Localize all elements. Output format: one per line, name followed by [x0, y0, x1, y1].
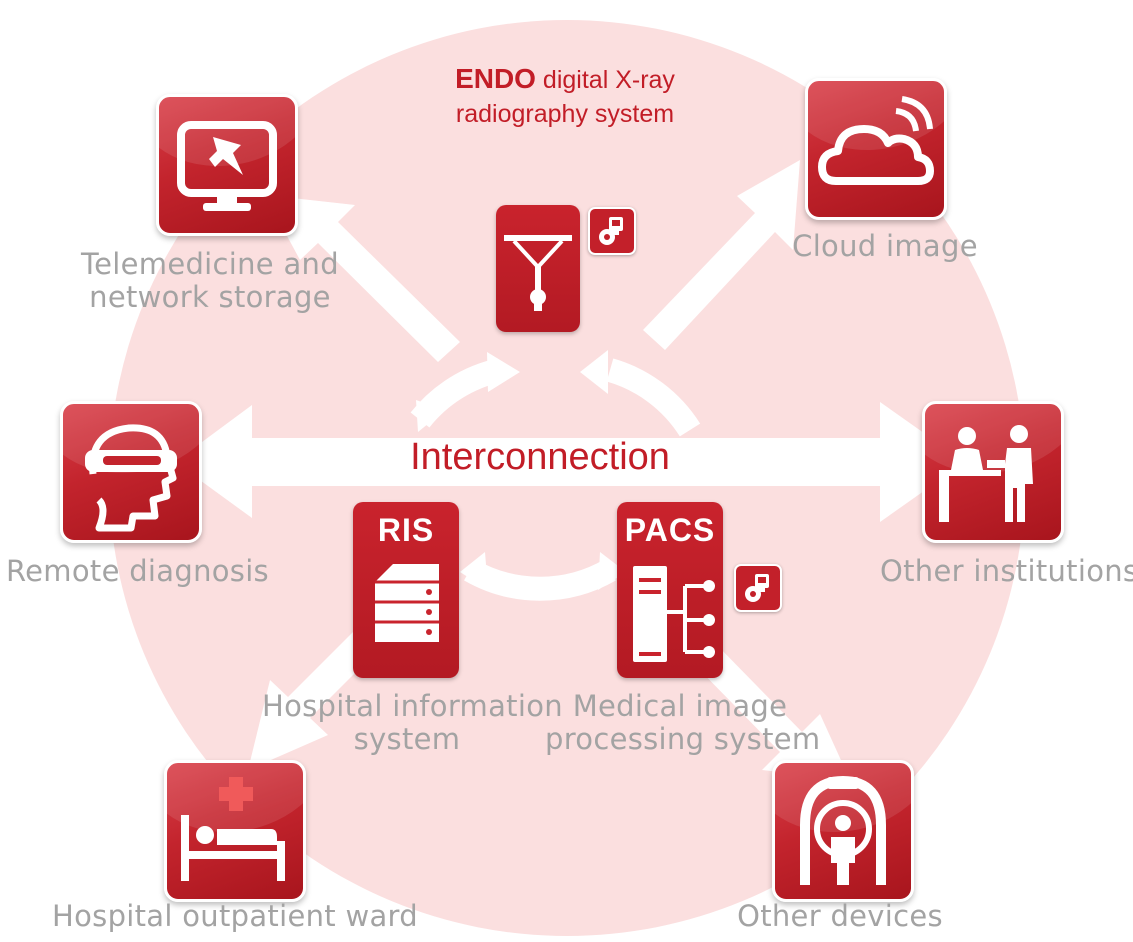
- other-institutions-tile[interactable]: [922, 401, 1064, 543]
- system-title: ENDO digital X-ray radiography system: [400, 62, 730, 131]
- pacs-title: PACS: [624, 512, 716, 548]
- remote-diagnosis-tile[interactable]: [60, 401, 202, 543]
- brand-name: ENDO: [455, 63, 536, 94]
- arrow-down-right: [690, 640, 850, 780]
- telemedicine-label: Telemedicine and network storage: [60, 248, 360, 314]
- cloud-icon: [818, 96, 934, 185]
- xray-machine-icon: [504, 235, 572, 311]
- xray-node[interactable]: [496, 205, 580, 332]
- pacs-node[interactable]: PACS: [617, 502, 723, 678]
- title-line1: digital X-ray: [542, 66, 675, 94]
- tool-badge-icon: [745, 574, 769, 602]
- arrow-up-left: [265, 195, 460, 362]
- title-line2: radiography system: [455, 100, 675, 128]
- ring-arrowhead-5: [598, 552, 626, 590]
- hospital-ward-label: Hospital outpatient ward: [52, 899, 418, 933]
- server-stack-icon: [375, 564, 439, 642]
- hospital-bed-icon: [181, 777, 285, 881]
- remote-diagnosis-label: Remote diagnosis: [6, 554, 269, 588]
- ris-line2: system: [353, 722, 461, 756]
- ring-arrowhead-1: [487, 352, 520, 392]
- telemedicine-line2: network storage: [89, 280, 331, 314]
- ris-title: RIS: [377, 512, 435, 548]
- ct-scanner-icon: [800, 775, 886, 885]
- pacs-badge: [734, 564, 782, 612]
- vr-headset-icon: [85, 424, 177, 532]
- telemedicine-line1: Telemedicine and: [81, 247, 339, 281]
- ring-arrowhead-3: [416, 400, 445, 432]
- reception-desk-icon: [939, 425, 1033, 522]
- tool-badge-icon: [599, 217, 623, 245]
- pacs-line1: Medical image: [572, 689, 788, 723]
- cloud-tile[interactable]: [805, 78, 947, 220]
- telemedicine-tile[interactable]: [156, 94, 298, 236]
- ring-arrowhead-2: [580, 350, 608, 394]
- interconnection-label: Interconnection: [410, 436, 670, 478]
- xray-badge: [588, 207, 636, 255]
- pacs-label: Medical image processing system: [545, 689, 821, 756]
- arrow-up-right: [643, 160, 800, 350]
- arrow-horizontal: [175, 402, 965, 522]
- cloud-label: Cloud image: [792, 229, 978, 263]
- ris-label: Hospital information system: [262, 689, 563, 756]
- other-institutions-label: Other institutions: [880, 554, 1133, 588]
- ring-arrowheads: [416, 350, 626, 590]
- ris-node[interactable]: RIS: [353, 502, 459, 678]
- network-tower-icon: [633, 566, 715, 662]
- ris-line1: Hospital information: [262, 689, 563, 723]
- monitor-rocket-icon: [177, 121, 277, 211]
- hospital-ward-tile[interactable]: [164, 760, 306, 902]
- pacs-line2: processing system: [545, 722, 821, 756]
- ring-arrowhead-4: [460, 552, 488, 590]
- ring-arc-right: [606, 358, 701, 437]
- other-devices-tile[interactable]: [772, 760, 914, 902]
- other-devices-label: Other devices: [737, 899, 943, 933]
